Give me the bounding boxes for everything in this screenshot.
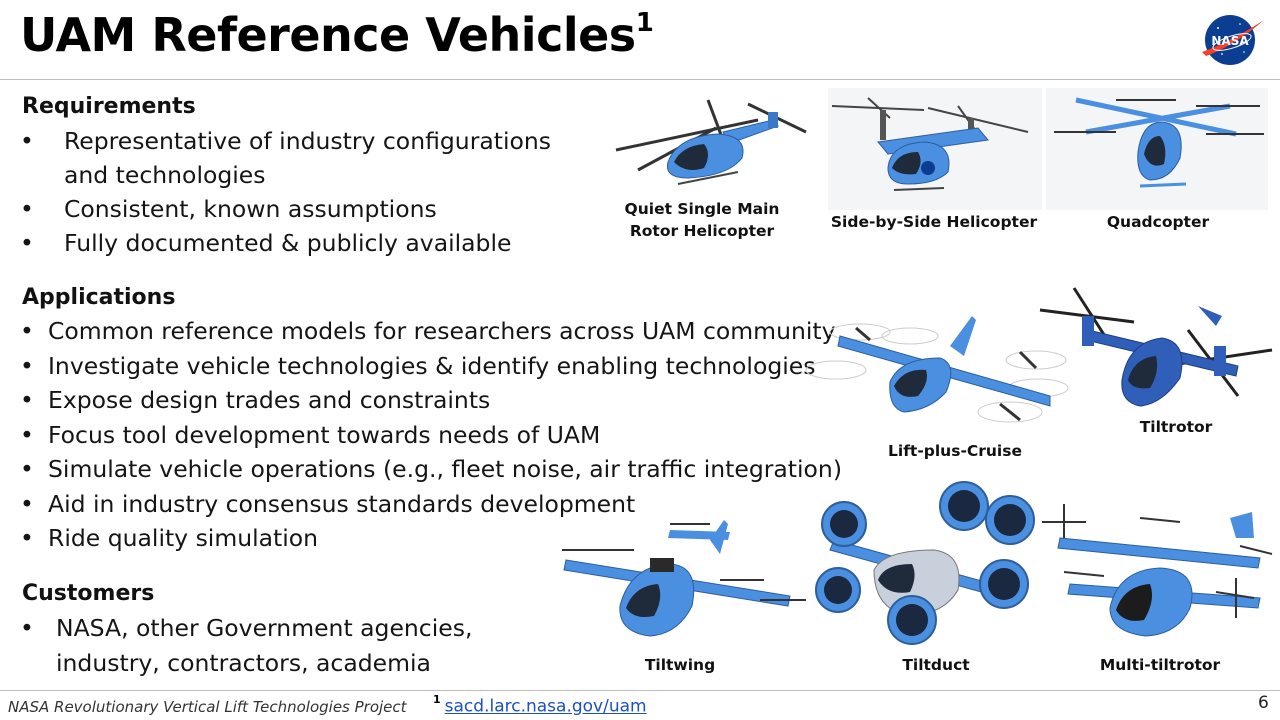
list-item: •Investigate vehicle technologies & iden… [20,349,842,384]
requirements-list: •Representative of industry configuratio… [20,124,551,261]
customers-heading: Customers [22,581,155,606]
title-footnote-mark: 1 [635,7,654,38]
bullet: • [20,455,34,483]
list-item: •Fully documented & publicly available [20,226,551,261]
vehicle-caption-side-by-side: Side-by-Side Helicopter [830,213,1038,231]
bullet: • [20,386,34,414]
bullet: • [20,229,34,257]
vehicle-caption-tiltrotor: Tiltrotor [1139,418,1213,436]
vehicle-caption-lift-plus-cruise: Lift-plus-Cruise [888,442,1022,460]
tiltduct-image [815,481,1035,645]
title-divider [0,79,1280,80]
tiltrotor-image [1039,287,1273,407]
tiltwing-image [562,520,806,637]
multi-tiltrotor-image [1042,504,1273,637]
bullet: • [20,420,34,449]
slide-title: UAM Reference Vehicles1 [20,7,654,62]
requirements-heading: Requirements [22,94,196,119]
list-item: •Aid in industry consensus standards dev… [20,487,842,522]
bullet: • [20,524,34,552]
applications-heading: Applications [22,285,176,310]
lift-plus-cruise-image [805,316,1069,423]
bullet: • [20,614,34,642]
list-item: •NASA, other Government agencies, [20,611,472,646]
quiet-single-main-rotor-helicopter-image [615,99,807,185]
vehicle-caption-tiltwing: Tiltwing [644,656,716,674]
footnote-mark: 1 [433,693,441,706]
footer-divider [0,690,1280,691]
bullet: • [20,489,34,518]
footer-project-name: NASA Revolutionary Vertical Lift Technol… [8,698,407,716]
bullet: • [20,127,34,155]
list-item: •Representative of industry configuratio… [20,124,551,159]
vehicle-caption-quadcopter: Quadcopter [1106,213,1210,231]
list-item: •Consistent, known assumptions [20,192,551,227]
list-item-continuation: and technologies [64,160,266,189]
customers-list: •NASA, other Government agencies, indust… [20,611,472,680]
bullet: • [20,351,34,380]
bullet: • [20,194,34,223]
vehicle-caption-multi-tiltrotor: Multi-tiltrotor [1099,656,1221,674]
applications-list: •Common reference models for researchers… [20,314,842,556]
footnote-link[interactable]: sacd.larc.nasa.gov/uam [444,696,647,717]
page-number: 6 [1258,693,1269,713]
quadcopter-image [1046,88,1268,210]
list-item: •Expose design trades and constraints [20,383,842,418]
list-item-continuation: industry, contractors, academia [56,648,431,677]
list-item: •Ride quality simulation [20,521,842,556]
nasa-logo: NASA [1202,15,1264,65]
svg-text:NASA: NASA [1211,34,1249,48]
bullet: • [20,317,34,345]
vehicle-caption-tiltduct: Tiltduct [902,656,970,674]
list-item: •Focus tool development towards needs of… [20,418,842,453]
side-by-side-helicopter-image [828,88,1042,210]
list-item: •Simulate vehicle operations (e.g., flee… [20,452,842,487]
list-item: •Common reference models for researchers… [20,314,842,349]
